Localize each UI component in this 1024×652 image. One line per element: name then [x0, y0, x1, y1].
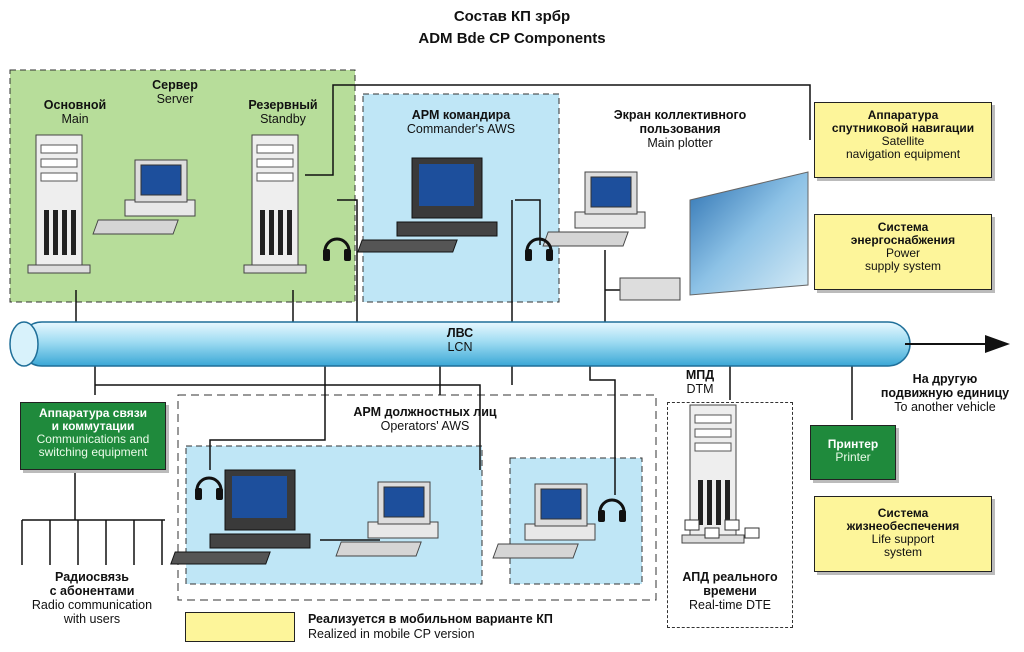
vehicle-ru1: На другую	[912, 372, 978, 386]
standby-label-en: Standby	[260, 112, 306, 126]
main-label-ru: Основной	[43, 98, 107, 112]
dtm-label: МПД DTM	[660, 368, 740, 396]
legend-text: Реализуется в мобильном варианте КП Real…	[308, 612, 553, 642]
commander-label-en: Commander's AWS	[406, 122, 516, 136]
life-en1: Life support	[871, 532, 935, 546]
lan-label: ЛВС LCN	[410, 326, 510, 354]
legend-ru: Реализуется в мобильном варианте КП	[308, 612, 553, 626]
server-label-ru: Сервер	[152, 78, 198, 92]
title-en: ADM Bde CP Components	[418, 30, 606, 47]
power-ru2: энергоснабжения	[850, 233, 956, 247]
life-support-box: Система жизнеобеспечения Life support sy…	[814, 496, 992, 572]
communications-switching-box: Аппаратура связи и коммутации Communicat…	[20, 402, 166, 470]
main-label-en: Main	[61, 112, 89, 126]
legend-swatch	[185, 612, 295, 642]
life-ru2: жизнеобеспечения	[846, 519, 960, 533]
vehicle-ru2: подвижную единицу	[880, 386, 1010, 400]
operators-aws-label: АРМ должностных лиц Operators' AWS	[330, 405, 520, 433]
main-server-label: Основной Main	[20, 98, 130, 126]
server-label: Сервер Server	[120, 78, 230, 106]
radio-ru1: Радиосвязь	[55, 570, 129, 584]
radio-en2: with users	[63, 612, 121, 626]
satellite-navigation-box: Аппаратура спутниковой навигации Satelli…	[814, 102, 992, 178]
vehicle-en: To another vehicle	[894, 400, 996, 414]
satellite-en2: navigation equipment	[845, 147, 961, 161]
realtime-dte-label: АПД реального времени Real-time DTE	[670, 570, 790, 612]
plotter-label-ru1: Экран коллективного	[613, 108, 747, 122]
dte-ru2: времени	[703, 584, 757, 598]
dte-ru1: АПД реального	[682, 570, 778, 584]
operators-label-en: Operators' AWS	[380, 419, 470, 433]
plotter-label-ru2: пользования	[639, 122, 721, 136]
dtm-label-en: DTM	[686, 382, 714, 396]
commander-aws-label: АРМ командира Commander's AWS	[365, 108, 557, 136]
dtm-label-ru: МПД	[685, 368, 715, 382]
radio-communication-label: Радиосвязь с абонентами Radio communicat…	[12, 570, 172, 626]
server-label-en: Server	[156, 92, 194, 106]
printer-en: Printer	[835, 450, 871, 464]
radio-ru2: с абонентами	[49, 584, 135, 598]
radio-en1: Radio communication	[31, 598, 153, 612]
operators-label-ru: АРМ должностных лиц	[353, 405, 497, 419]
printer-ru: Принтер	[827, 437, 879, 451]
satellite-ru2: спутниковой навигации	[831, 121, 975, 135]
commander-label-ru: АРМ командира	[411, 108, 511, 122]
standby-label-ru: Резервный	[248, 98, 318, 112]
comms-en1: Communications and	[36, 432, 150, 446]
lan-label-ru: ЛВС	[446, 326, 474, 340]
standby-server-label: Резервный Standby	[228, 98, 338, 126]
power-en1: Power	[885, 246, 920, 260]
printer-box: Принтер Printer	[810, 425, 896, 480]
power-ru1: Система	[877, 220, 929, 234]
title-ru: Состав КП зрбр	[453, 8, 571, 25]
power-supply-box: Система энергоснабжения Power supply sys…	[814, 214, 992, 290]
another-vehicle-label: На другую подвижную единицу To another v…	[870, 372, 1020, 414]
comms-ru1: Аппаратура связи	[38, 406, 148, 420]
power-en2: supply system	[864, 259, 942, 273]
life-en2: system	[883, 545, 922, 559]
life-ru1: Система	[877, 506, 929, 520]
lan-label-en: LCN	[447, 340, 473, 354]
dte-en: Real-time DTE	[689, 598, 771, 612]
legend-en: Realized in mobile CP version	[308, 627, 475, 641]
satellite-en1: Satellite	[881, 134, 925, 148]
plotter-label-en: Main plotter	[647, 136, 713, 150]
dtm-region	[667, 402, 793, 628]
satellite-ru1: Аппаратура	[867, 108, 939, 122]
comms-ru2: и коммутации	[51, 419, 135, 433]
main-plotter-label: Экран коллективного пользования Main plo…	[590, 108, 770, 150]
comms-en2: switching equipment	[38, 445, 148, 459]
